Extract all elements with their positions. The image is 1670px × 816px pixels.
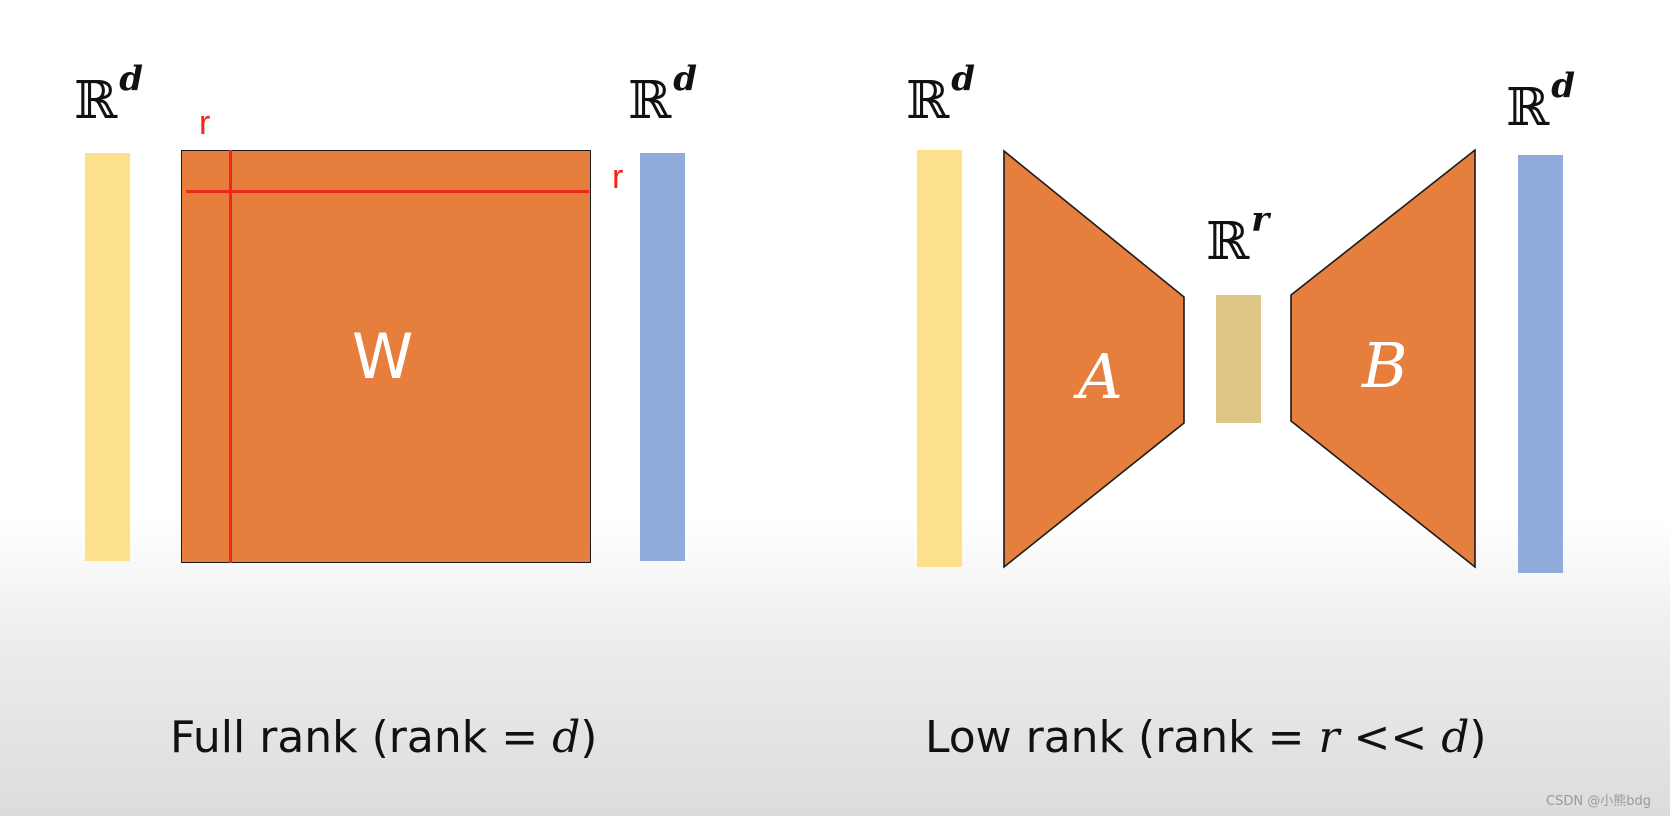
full-rank-caption: Full rank (rank = d) [170,712,598,763]
matrix-b-label: B [1361,329,1408,402]
low-rank-input-space-label: ℝd [906,59,975,131]
low-rank-bottleneck-space-label: ℝr [1206,200,1270,272]
rank-line-vertical [229,150,232,563]
rank-marker-side: r [612,158,624,196]
rank-marker-top: r [199,104,211,142]
full-rank-matrix-w: W [181,150,591,563]
csdn-watermark: CSDN @小熊bdg [1546,794,1651,809]
full-rank-input-space-label: ℝd [74,59,143,131]
matrix-a-trapezoid [1003,149,1185,569]
low-rank-caption: Low rank (rank = r << d) [925,712,1487,763]
full-rank-output-space-label: ℝd [628,59,697,131]
full-rank-output-vector [640,153,685,561]
low-rank-input-vector [917,150,962,567]
low-rank-bottleneck-vector [1216,295,1261,423]
full-rank-input-vector [85,153,130,561]
matrix-b-trapezoid [1290,148,1476,569]
rank-line-horizontal [186,190,589,193]
low-rank-output-vector [1518,155,1563,573]
matrix-a-label: A [1073,340,1123,413]
matrix-w-label: W [352,320,414,393]
low-rank-output-space-label: ℝd [1506,66,1575,138]
